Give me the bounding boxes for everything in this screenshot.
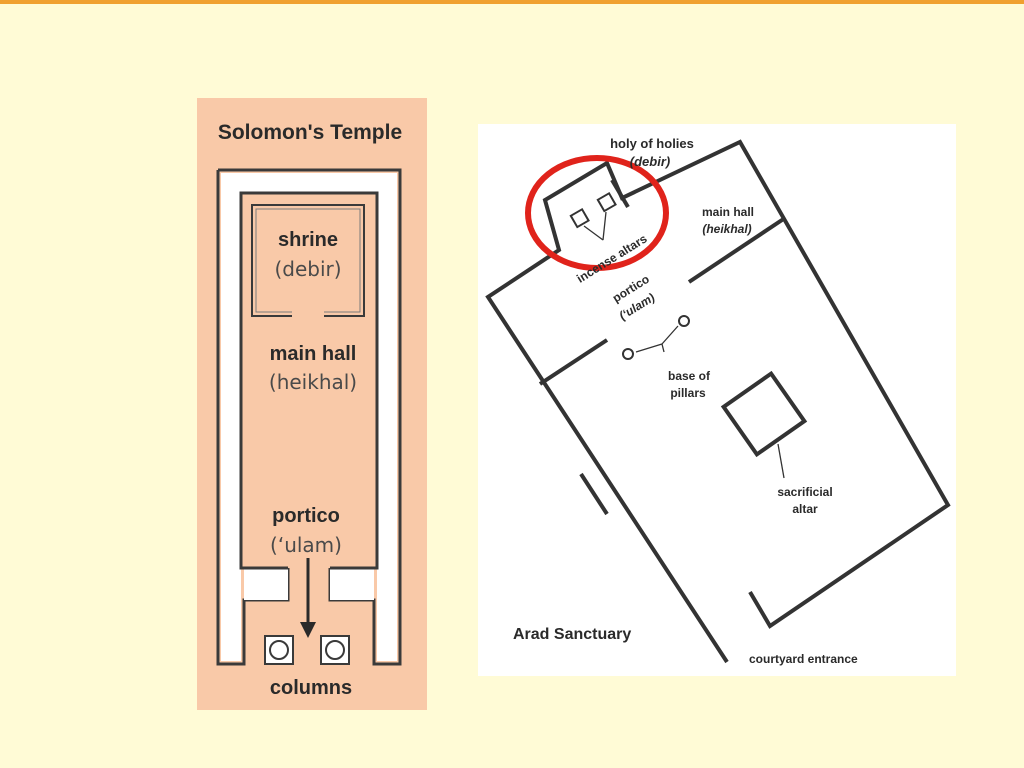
arad-holy-of-holies-highlight [525,155,669,271]
arad-pillars-label-1: base of [668,369,711,383]
arad-main-hall-label: main hall [702,205,754,219]
arad-sacrificial-altar [720,370,808,458]
arad-courtyard-label: courtyard entrance [749,652,858,666]
arad-pillar-base-2 [622,348,634,360]
solomon-columns-label: columns [270,677,352,699]
solomon-wall-band-porch-left [244,567,288,600]
solomon-wall-band-left [221,173,241,661]
solomon-main-hall-term: (heikhal) [269,370,357,394]
arad-holy-term: (debir) [630,154,670,169]
arad-holy-label: holy of holies [610,136,694,151]
arad-incense-pointers [583,211,607,241]
solomon-shrine-partition [251,204,365,317]
solomon-portico-label: portico [272,505,340,527]
solomon-shrine-term: (debir) [274,257,341,281]
arad-details [525,155,808,479]
arad-pillars-label-2: pillars [670,386,706,400]
arad-altar-label-1: sacrificial [777,485,832,499]
arad-hall-wall [687,216,787,284]
arad-courtyard-wall [579,472,609,516]
solomon-main-hall-label: main hall [270,343,357,365]
arad-shrine-divider [610,178,630,209]
top-accent-bar [0,0,1024,4]
solomon-wall-band-porch-right [330,567,374,600]
solomon-column-right [320,635,350,665]
arad-sanctuary-plan [485,139,951,664]
solomon-column-left [264,635,294,665]
arad-incense-altar-1 [569,207,590,229]
solomon-portico-term: (‘ulam) [270,533,342,557]
arad-portico-wall [538,338,609,386]
arad-incense-altar-2 [596,191,617,213]
solomon-shrine-label: shrine [278,229,338,251]
solomon-title: Solomon's Temple [218,121,402,144]
arad-outer-wall [485,139,951,664]
arad-title: Arad Sanctuary [513,626,631,643]
arad-pillar-pointers [635,325,679,353]
arad-pillar-base-1 [678,315,690,327]
arad-altar-label-2: altar [792,502,818,516]
solomon-wall-band-right [377,173,397,661]
solomon-temple-plan: Solomon's Temple shrine (debir) main hal… [216,121,402,699]
arad-altar-pointer [777,443,785,479]
arad-main-hall-term: (heikhal) [702,222,751,236]
solomon-inner-wall [239,191,379,570]
solomon-arrow-head [300,622,316,638]
solomon-wall-band-top [221,173,397,193]
